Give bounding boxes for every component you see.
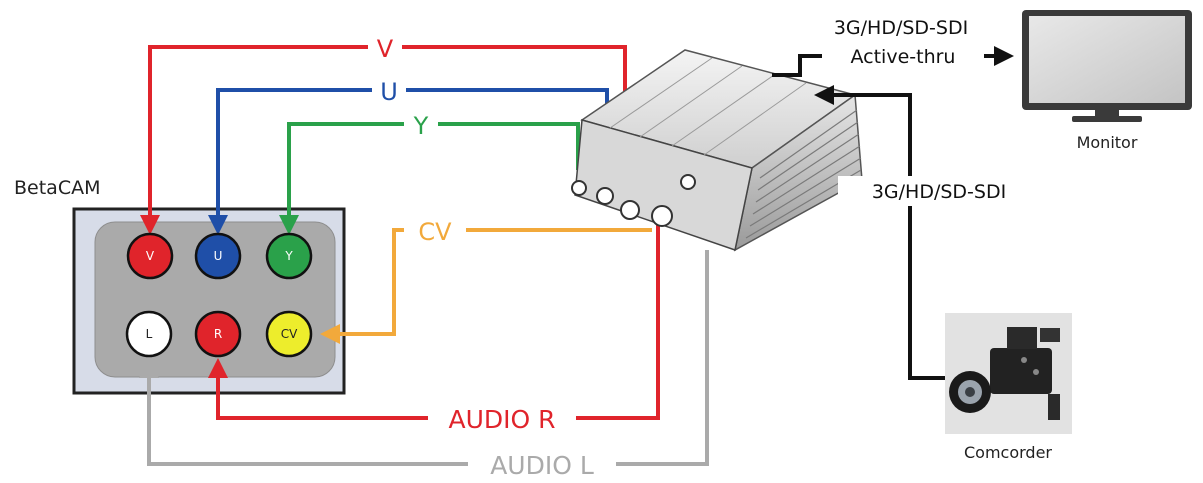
audio-r-signal-label: AUDIO R: [448, 405, 555, 434]
sdi-in-label-bg: [838, 176, 1040, 206]
audio-l-signal-line: [139, 250, 709, 466]
sdi-out-label-bg: [822, 44, 984, 70]
cv-signal-line: [320, 228, 652, 344]
converter-box: [571, 49, 863, 252]
audio-r-label-bg: [428, 404, 576, 432]
connector-l-label: L: [146, 327, 153, 341]
connector-r-label: R: [214, 327, 222, 341]
connector-y-label: Y: [284, 249, 293, 263]
u-signal-label: U: [380, 78, 398, 106]
connector-cv: CV: [265, 310, 313, 358]
connector-cv-label: CV: [281, 327, 298, 341]
v-label-bg: [368, 34, 402, 61]
connector-v-label: V: [146, 249, 155, 263]
sdi-out-line2: Active-thru: [851, 46, 956, 68]
camera-title: BetaCAM: [14, 177, 100, 199]
camcorder-icon: [945, 313, 1072, 434]
sdi-in-label: 3G/HD/SD-SDI: [872, 181, 1006, 203]
cv-label-bg: [404, 217, 466, 244]
connector-y: Y: [265, 232, 313, 280]
u-label-bg: [372, 77, 406, 104]
connector-u: U: [194, 232, 242, 280]
y-signal-label: Y: [413, 112, 429, 140]
audio-l-signal-label: AUDIO L: [490, 451, 594, 480]
v-signal-line: [140, 45, 627, 235]
y-label-bg: [404, 111, 438, 138]
v-signal-label: V: [377, 35, 394, 63]
connector-v: V: [126, 232, 174, 280]
connector-r: R: [194, 310, 242, 358]
audio-l-label-bg: [468, 450, 616, 478]
monitor-icon: [1022, 10, 1192, 122]
sdi-out-line1: 3G/HD/SD-SDI: [834, 17, 968, 39]
sdi-in-line: [814, 85, 945, 380]
connector-u-label: U: [214, 249, 223, 263]
connector-l: L: [125, 310, 173, 358]
cv-signal-label: CV: [418, 218, 452, 246]
camcorder-label: Comcorder: [964, 443, 1052, 462]
monitor-label: Monitor: [1077, 133, 1138, 152]
